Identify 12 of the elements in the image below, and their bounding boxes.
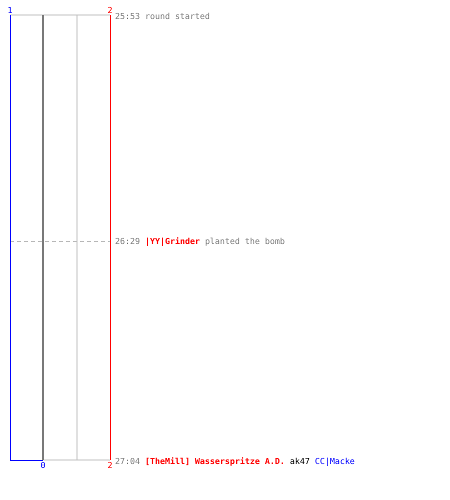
- axis-value: 2: [108, 460, 112, 470]
- event-text: planted the bomb: [204, 236, 285, 246]
- axis-value: 0: [40, 460, 46, 470]
- weapon-name: ak47: [290, 456, 310, 466]
- axis-value: 2: [108, 5, 112, 15]
- player-name: [TheMill] Wasserspritze A.D.: [144, 456, 285, 466]
- event-text: 25:53 round started: [115, 11, 210, 21]
- player-name: CC|Macke: [314, 456, 355, 466]
- timestamp: 26:29: [115, 236, 140, 246]
- timestamp: 27:04: [115, 456, 140, 466]
- axis-value: 1: [8, 5, 12, 15]
- player-name: |YY|Grinder: [144, 236, 200, 246]
